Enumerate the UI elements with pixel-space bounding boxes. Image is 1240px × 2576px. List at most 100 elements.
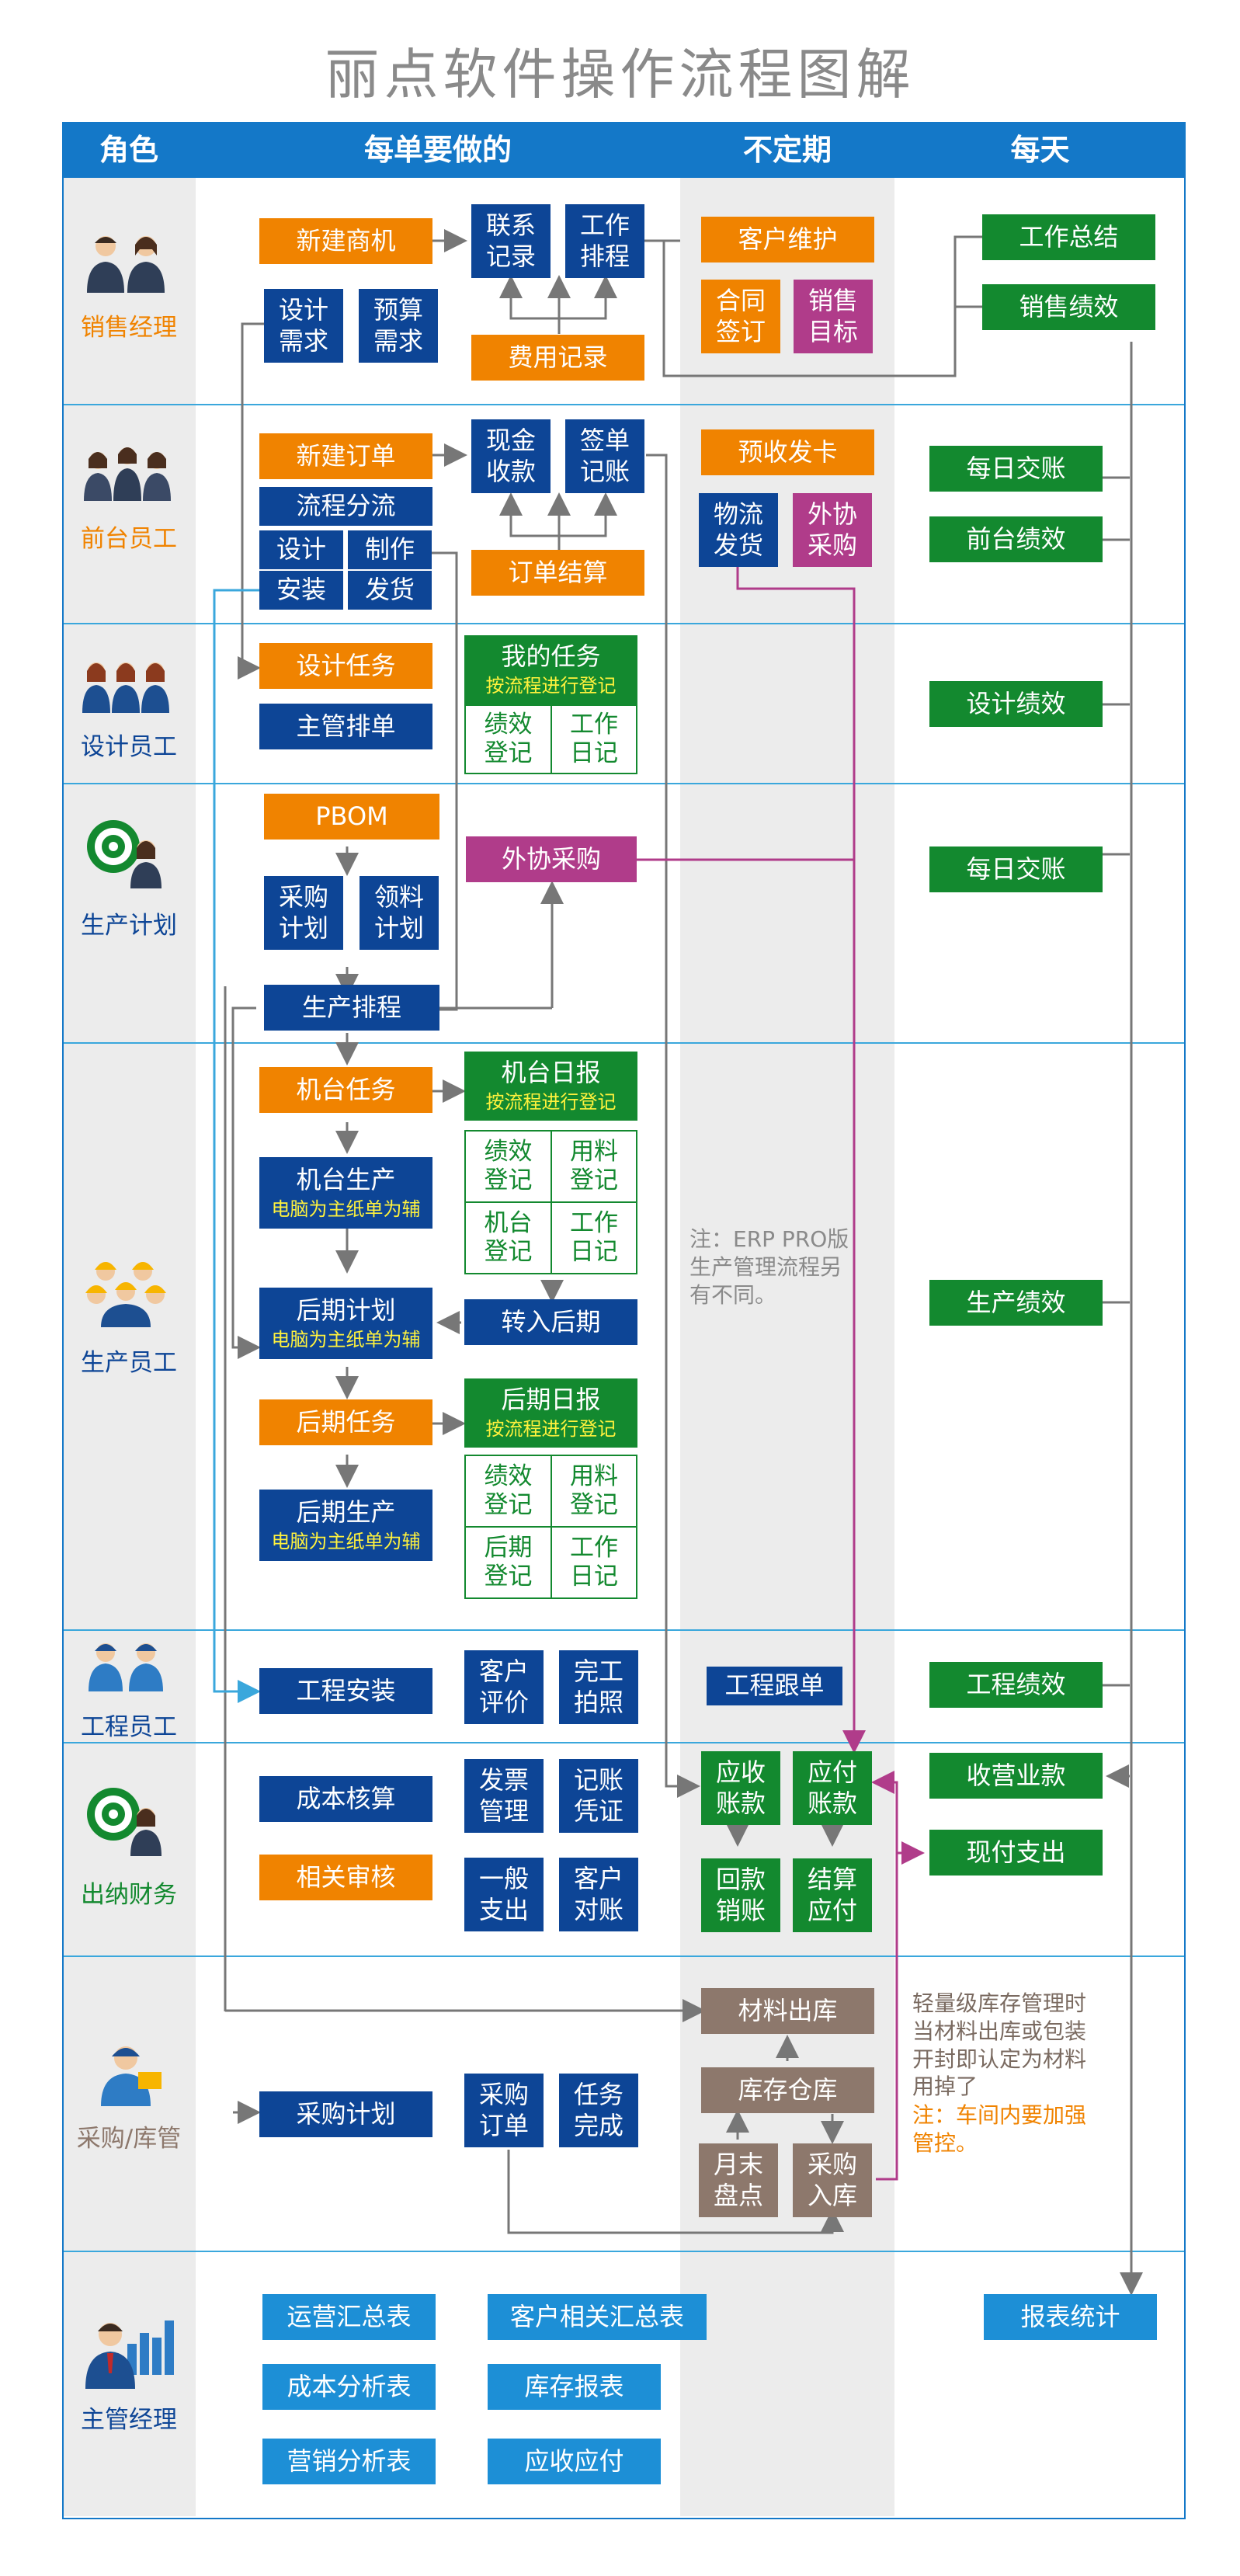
outsource-purchase-small-box: 外协 采购 bbox=[793, 493, 872, 567]
logistics-ship-box: 物流 发货 bbox=[699, 493, 778, 567]
follow-order-box: 工程跟单 bbox=[707, 1667, 842, 1705]
pbom-box: PBOM bbox=[264, 794, 439, 840]
sales-people-icon bbox=[87, 236, 165, 293]
inventory-note: 轻量级库存管理时 当材料出库或包装 开封即认定为材料 用掉了 bbox=[912, 1990, 1087, 2100]
role-production-planning: 生产计划 bbox=[81, 912, 177, 940]
customer-reconcile-box: 客户 对账 bbox=[559, 1858, 638, 1931]
computer-main-label: 电脑为主纸单为辅 bbox=[271, 1328, 421, 1351]
role-production-staff: 生产员工 bbox=[81, 1349, 177, 1377]
inventory-report-button: 库存报表 bbox=[488, 2364, 661, 2410]
row-divider bbox=[62, 1742, 1186, 1743]
cost-analysis-button: 成本分析表 bbox=[262, 2364, 436, 2410]
row-divider bbox=[62, 783, 1186, 784]
post-perf-register-cell: 绩效 登记 bbox=[464, 1455, 552, 1528]
order-settle-box: 订单结算 bbox=[471, 550, 644, 596]
voucher-box: 记账 凭证 bbox=[559, 1759, 638, 1833]
cost-accounting-box: 成本核算 bbox=[259, 1776, 432, 1822]
general-expense-box: 一般 支出 bbox=[464, 1858, 544, 1931]
design-performance-box: 设计绩效 bbox=[929, 681, 1103, 727]
post-daily-box: 后期日报 按流程进行登记 bbox=[464, 1378, 637, 1448]
design-need-box: 设计 需求 bbox=[264, 289, 343, 363]
irregular-column-bg bbox=[680, 178, 894, 2516]
machine-daily-box: 机台日报 按流程进行登记 bbox=[464, 1052, 637, 1121]
warehouse-box: 库存仓库 bbox=[701, 2067, 874, 2113]
diagram-frame bbox=[62, 122, 1186, 2519]
target-person-icon bbox=[87, 820, 162, 888]
production-schedule-box: 生产排程 bbox=[264, 985, 439, 1031]
machine-material-register-cell: 用料 登记 bbox=[551, 1130, 637, 1203]
design-perf-register-cell: 绩效 登记 bbox=[464, 704, 552, 774]
payment-writeoff-box: 回款 销账 bbox=[701, 1858, 780, 1932]
post-task-box: 后期任务 bbox=[259, 1399, 432, 1445]
to-post-box: 转入后期 bbox=[464, 1299, 637, 1345]
finish-photo-box: 完工 拍照 bbox=[559, 1650, 638, 1724]
design-task-box: 设计任务 bbox=[259, 643, 432, 689]
role-front-staff: 前台员工 bbox=[81, 525, 177, 553]
outsource-purchase-box: 外协采购 bbox=[466, 836, 637, 882]
machine-work-log-cell: 工作 日记 bbox=[551, 1201, 637, 1274]
my-task-box: 我的任务 按流程进行登记 bbox=[464, 635, 637, 704]
task-done-box: 任务 完成 bbox=[559, 2074, 638, 2147]
budget-need-box: 预算 需求 bbox=[359, 289, 438, 363]
role-designer: 设计员工 bbox=[81, 733, 177, 761]
computer-main-label: 电脑为主纸单为辅 bbox=[271, 1198, 421, 1220]
engineering-install-box: 工程安装 bbox=[259, 1668, 432, 1714]
row-divider bbox=[62, 623, 1186, 624]
manager-chart-icon bbox=[85, 2320, 174, 2389]
row-divider bbox=[62, 2251, 1186, 2252]
purchase-plan-small-box: 采购 计划 bbox=[264, 876, 343, 950]
picking-plan-box: 领料 计划 bbox=[359, 876, 439, 950]
split-install-box: 安装 bbox=[259, 571, 343, 610]
split-make-box: 制作 bbox=[348, 530, 432, 569]
machine-perf-register-cell: 绩效 登记 bbox=[464, 1130, 552, 1203]
contract-sign-box: 合同 签订 bbox=[701, 280, 780, 353]
machine-daily-label: 机台日报 bbox=[501, 1058, 601, 1088]
computer-main-label: 电脑为主纸单为辅 bbox=[271, 1530, 421, 1552]
cash-payment-box: 现金 收款 bbox=[471, 419, 551, 493]
contact-record-box: 联系 记录 bbox=[471, 204, 551, 278]
receivable-payable-button: 应收应付 bbox=[488, 2439, 661, 2484]
post-production-box: 后期生产 电脑为主纸单为辅 bbox=[259, 1490, 432, 1561]
role-cashier-finance: 出纳财务 bbox=[81, 1881, 177, 1909]
supervisor-schedule-box: 主管排单 bbox=[259, 704, 432, 749]
new-order-box: 新建订单 bbox=[259, 433, 432, 479]
invoice-mgmt-box: 发票 管理 bbox=[464, 1759, 544, 1833]
marketing-analysis-button: 营销分析表 bbox=[262, 2439, 436, 2484]
register-by-flow-label: 按流程进行登记 bbox=[485, 1091, 617, 1114]
purchase-in-box: 采购 入库 bbox=[793, 2143, 872, 2217]
material-out-box: 材料出库 bbox=[701, 1988, 874, 2034]
role-sales-manager: 销售经理 bbox=[81, 314, 177, 342]
customer-care-box: 客户维护 bbox=[701, 217, 874, 262]
month-end-count-box: 月末 盘点 bbox=[699, 2143, 778, 2217]
work-schedule-box: 工作 排程 bbox=[565, 204, 644, 278]
register-by-flow-label: 按流程进行登记 bbox=[485, 1418, 617, 1441]
flow-split-box: 流程分流 bbox=[259, 487, 432, 526]
post-production-label: 后期生产 bbox=[296, 1497, 396, 1527]
machine-production-label: 机台生产 bbox=[296, 1164, 396, 1194]
sales-performance-box: 销售绩效 bbox=[982, 284, 1155, 330]
settle-payable-box: 结算 应付 bbox=[793, 1858, 872, 1932]
post-daily-label: 后期日报 bbox=[501, 1385, 601, 1415]
row-divider bbox=[62, 1955, 1186, 1957]
payable-box: 应付 账款 bbox=[793, 1751, 872, 1825]
ops-summary-button: 运营汇总表 bbox=[262, 2294, 436, 2340]
post-work-log-cell: 工作 日记 bbox=[551, 1526, 637, 1599]
purchaser-icon bbox=[101, 2046, 162, 2106]
revenue-receipt-box: 收营业款 bbox=[929, 1753, 1103, 1799]
row-divider bbox=[62, 1629, 1186, 1631]
row-divider bbox=[62, 1042, 1186, 1044]
cash-expense-box: 现付支出 bbox=[929, 1830, 1103, 1876]
related-audit-box: 相关审核 bbox=[259, 1855, 432, 1900]
post-material-register-cell: 用料 登记 bbox=[551, 1455, 637, 1528]
receivable-box: 应收 账款 bbox=[701, 1751, 780, 1825]
work-summary-box: 工作总结 bbox=[982, 214, 1155, 260]
front-staff-icon bbox=[84, 447, 171, 501]
new-opportunity-box: 新建商机 bbox=[259, 218, 432, 264]
front-performance-box: 前台绩效 bbox=[929, 516, 1103, 562]
sales-target-box: 销售 目标 bbox=[794, 280, 873, 353]
target-person-icon bbox=[87, 1788, 162, 1856]
role-engineering-staff: 工程员工 bbox=[81, 1713, 177, 1741]
daily-account-box: 每日交账 bbox=[929, 446, 1103, 492]
